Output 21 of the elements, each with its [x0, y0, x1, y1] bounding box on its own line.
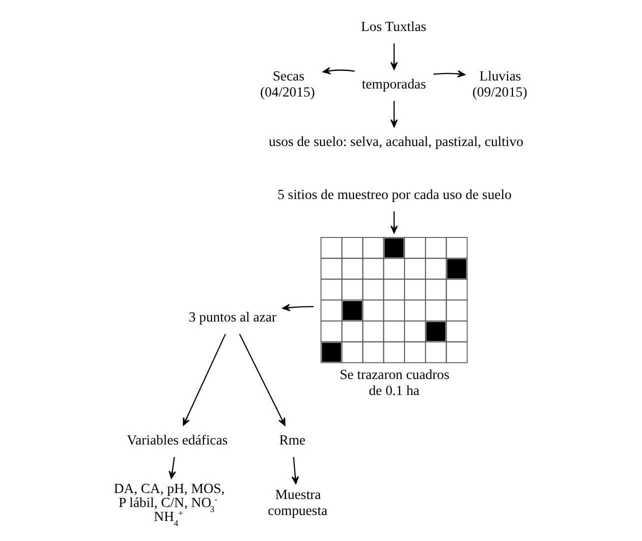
- arrow: [292, 456, 299, 484]
- arrow: [322, 67, 355, 74]
- arrow: [182, 334, 226, 426]
- arrow: [282, 304, 314, 312]
- arrow: [168, 456, 176, 479]
- node-text: Los Tuxtlas: [361, 20, 426, 36]
- node-text: Rme: [279, 433, 306, 448]
- node-text: Secas (04/2015): [260, 70, 315, 100]
- node-text: usos de suelo: selva, acahual, pastizal, cultivo: [268, 134, 524, 150]
- node-text: 5 sitios de muestreo por cada uso de suelo: [277, 188, 512, 203]
- arrow: [433, 70, 466, 78]
- arrow: [390, 44, 398, 70]
- node-label: Se trazaron cuadros de 0.1 ha: [340, 368, 450, 399]
- arrow: [239, 334, 286, 426]
- arrow: [390, 100, 398, 128]
- node-text: temporadas: [362, 77, 426, 92]
- node-text: Lluvias (09/2015): [472, 70, 528, 100]
- node-text: Muestra compuesta: [268, 488, 328, 519]
- node-text: Variables edáficas: [126, 433, 228, 448]
- arrow: [390, 211, 398, 234]
- node-text: 3 puntos al azar: [188, 310, 276, 326]
